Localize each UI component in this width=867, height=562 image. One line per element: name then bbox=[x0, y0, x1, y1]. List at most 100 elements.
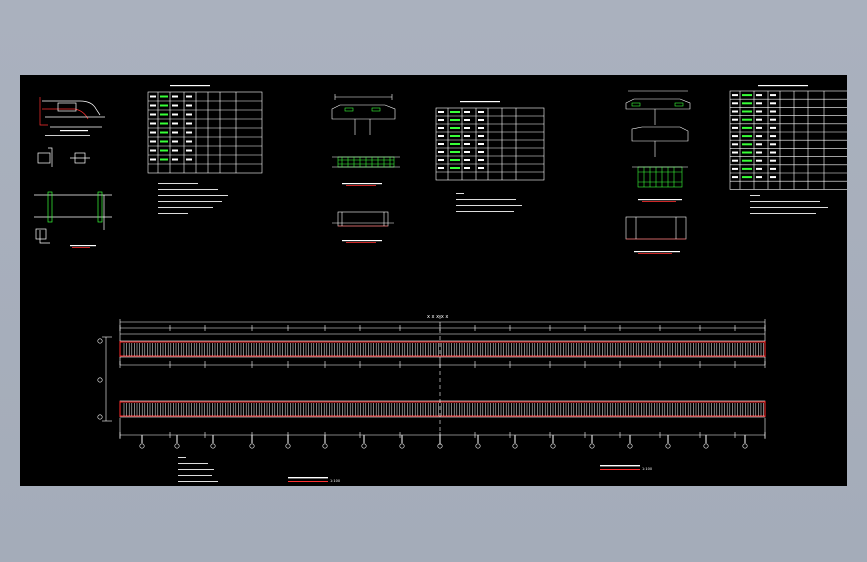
table-cell-mark bbox=[160, 104, 168, 107]
table-cell-mark bbox=[732, 151, 738, 154]
table-cell-mark bbox=[732, 176, 738, 179]
table-cell-mark bbox=[186, 113, 192, 116]
table-cell-mark bbox=[464, 159, 470, 161]
table-cell-mark bbox=[478, 135, 484, 137]
table-cell-mark bbox=[464, 143, 470, 145]
table-cell-mark bbox=[742, 135, 752, 138]
table-cell-mark bbox=[770, 167, 776, 170]
axis-bubble bbox=[285, 443, 291, 449]
axis-bubble bbox=[97, 414, 103, 420]
table-cell-mark bbox=[770, 94, 776, 97]
table-cell-mark bbox=[770, 151, 776, 154]
table-cell-mark bbox=[438, 159, 444, 161]
table-left-notes bbox=[158, 183, 228, 214]
table-cell-mark bbox=[438, 127, 444, 129]
table-cell-mark bbox=[770, 110, 776, 113]
beam-elevation-frame bbox=[102, 319, 766, 439]
table-left-title bbox=[170, 85, 210, 87]
table-cell-mark bbox=[464, 119, 470, 121]
table-right-notes bbox=[750, 195, 828, 214]
scale-label-right: 1:100 bbox=[642, 467, 652, 471]
table-cell-mark bbox=[450, 119, 460, 121]
table-right-title bbox=[758, 85, 808, 87]
section-right-green bbox=[643, 167, 675, 187]
table-cell-mark bbox=[150, 158, 156, 161]
axis-bubble bbox=[742, 443, 748, 449]
axis-bubble bbox=[322, 443, 328, 449]
table-cell-mark bbox=[186, 131, 192, 134]
table-cell-mark bbox=[732, 135, 738, 138]
table-cell-mark bbox=[478, 127, 484, 129]
table-cell-mark bbox=[186, 104, 192, 107]
table-cell-mark bbox=[464, 167, 470, 169]
table-cell-mark bbox=[732, 126, 738, 129]
table-cell-mark bbox=[742, 118, 752, 121]
table-cell-mark bbox=[150, 104, 156, 107]
table-cell-mark bbox=[742, 176, 752, 179]
axis-bubbles bbox=[97, 338, 748, 449]
table-cell-mark bbox=[450, 135, 460, 137]
table-cell-mark bbox=[464, 127, 470, 129]
table-cell-mark bbox=[438, 111, 444, 113]
table-cell-mark bbox=[150, 113, 156, 116]
table-cell-mark bbox=[478, 167, 484, 169]
table-cell-mark bbox=[756, 176, 762, 179]
axis-bubble bbox=[475, 443, 481, 449]
bottom-title-left: 1:100 bbox=[288, 477, 340, 483]
table-cell-mark bbox=[770, 135, 776, 138]
table-cell-mark bbox=[438, 167, 444, 169]
table-cell-mark bbox=[160, 140, 168, 143]
table-cell-mark bbox=[438, 143, 444, 145]
table-cell-mark bbox=[172, 104, 178, 107]
rebar-schedule-table-center bbox=[435, 107, 545, 181]
table-cell-mark bbox=[438, 151, 444, 153]
table-cell-mark bbox=[742, 110, 752, 113]
axis-bubble bbox=[249, 443, 255, 449]
axis-bubble bbox=[589, 443, 595, 449]
table-cell-mark bbox=[150, 149, 156, 152]
axis-bubble bbox=[210, 443, 216, 449]
table-cell-mark bbox=[172, 122, 178, 125]
table-cell-mark bbox=[160, 158, 168, 161]
table-cell-mark bbox=[172, 149, 178, 152]
table-cell-mark bbox=[186, 95, 192, 98]
table-cell-mark bbox=[756, 167, 762, 170]
table-cell-mark bbox=[450, 159, 460, 161]
table-cell-mark bbox=[756, 118, 762, 121]
cad-drawing-sheet[interactable]: x x x-x x 1:100 1:100 bbox=[20, 75, 847, 486]
table-cell-mark bbox=[172, 140, 178, 143]
table-cell-mark bbox=[450, 143, 460, 145]
beam-stirrups-upper bbox=[123, 343, 764, 356]
table-cell-mark bbox=[464, 151, 470, 153]
axis-bubble bbox=[139, 443, 145, 449]
section-right-labels bbox=[634, 199, 682, 254]
table-cell-mark bbox=[742, 143, 752, 146]
table-cell-mark bbox=[732, 159, 738, 162]
rebar-schedule-table-right bbox=[729, 90, 847, 190]
section-detail-center-green bbox=[341, 157, 391, 167]
table-cell-mark bbox=[186, 158, 192, 161]
table-border bbox=[147, 91, 263, 174]
table-cell-mark bbox=[770, 143, 776, 146]
detail-cluster-left-text bbox=[45, 130, 96, 248]
table-cell-mark bbox=[186, 122, 192, 125]
table-cell-mark bbox=[756, 159, 762, 162]
table-cell-mark bbox=[756, 135, 762, 138]
table-cell-mark bbox=[732, 102, 738, 105]
axis-bubble bbox=[437, 443, 443, 449]
table-cell-mark bbox=[450, 127, 460, 129]
scale-label-left: 1:100 bbox=[330, 479, 340, 483]
table-center-notes bbox=[456, 193, 522, 212]
table-cell-mark bbox=[172, 131, 178, 134]
table-cell-mark bbox=[770, 176, 776, 179]
section-center-labels bbox=[342, 183, 382, 243]
table-cell-mark bbox=[160, 95, 168, 98]
table-cell-mark bbox=[150, 95, 156, 98]
axis-bubble bbox=[97, 338, 103, 344]
table-cell-mark bbox=[732, 167, 738, 170]
table-cell-mark bbox=[478, 143, 484, 145]
table-cell-mark bbox=[732, 143, 738, 146]
axis-bubble bbox=[361, 443, 367, 449]
table-cell-mark bbox=[450, 111, 460, 113]
table-cell-mark bbox=[770, 159, 776, 162]
